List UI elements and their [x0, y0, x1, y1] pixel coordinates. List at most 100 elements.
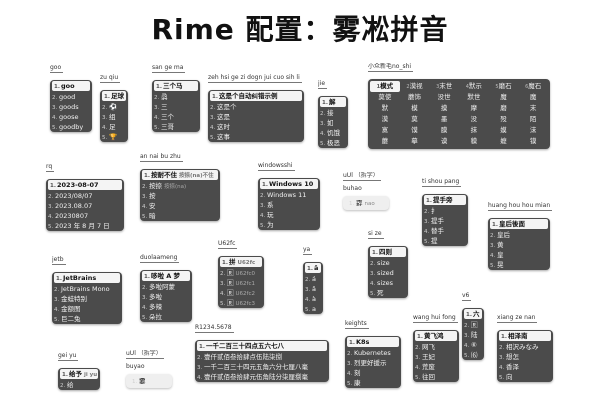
candidate-item[interactable]: 3.金蛙特别 — [52, 294, 122, 304]
candidate-item[interactable]: 2.⚽ — [100, 102, 128, 112]
candidate-item[interactable]: 3.sized — [368, 268, 408, 278]
candidate-item[interactable]: 5.为 — [258, 220, 320, 230]
candidate-item[interactable]: 2.á — [303, 274, 323, 284]
candidate-item[interactable]: 5.朵拉 — [140, 312, 192, 322]
grid-candidate[interactable]: 末 — [518, 103, 548, 114]
grid-candidate[interactable]: 莫使 — [370, 92, 400, 103]
grid-candidate[interactable]: 没世 — [429, 92, 459, 103]
candidate-item[interactable]: 2.按捺按捺(na) — [140, 181, 220, 191]
grid-candidate[interactable]: 陌 — [518, 114, 548, 125]
grid-candidate[interactable]: 蘑饰 — [400, 92, 430, 103]
candidate-item[interactable]: 5.巨二兔 — [52, 314, 122, 324]
candidate-item[interactable]: 5.2023 年 8 月 7 日 — [46, 221, 124, 231]
candidate-item[interactable]: 1.一千二百三十四点五六七八 — [197, 341, 327, 351]
candidate-item[interactable]: 3.goods — [50, 102, 92, 112]
candidate-item[interactable]: 5.极恶 — [318, 138, 348, 148]
candidate-item[interactable]: 3.多啦 — [140, 292, 192, 302]
candidate-item[interactable]: 1.皇后後面 — [490, 219, 548, 229]
grid-candidate[interactable]: 殁 — [489, 114, 519, 125]
candidate-item[interactable]: 3.ǎ — [303, 284, 323, 294]
candidate-item[interactable]: 5.三哥 — [152, 122, 200, 132]
candidate-item[interactable]: 5.往回 — [413, 372, 459, 382]
grid-candidate[interactable]: 镆 — [518, 136, 548, 147]
grid-candidate[interactable]: 1模式 — [370, 81, 400, 92]
candidate-item[interactable]: 4.à — [303, 294, 323, 304]
grid-candidate[interactable]: 6魔石 — [518, 81, 548, 92]
candidate-item[interactable]: 4.20230807 — [46, 211, 124, 221]
candidate-item[interactable]: 2.2023/08/07 — [46, 191, 124, 201]
candidate-item[interactable]: 5.🏆 — [100, 132, 128, 142]
candidate-item[interactable]: 3.这是 — [208, 112, 304, 122]
candidate-item[interactable]: 1.嫑 — [132, 377, 146, 385]
candidate-item[interactable]: 4.荒废 — [413, 362, 459, 372]
grid-candidate[interactable]: 谟 — [429, 136, 459, 147]
candidate-item[interactable]: 1.四则 — [370, 247, 406, 257]
grid-candidate[interactable]: 嬷 — [489, 136, 519, 147]
grid-candidate[interactable]: 墨 — [429, 114, 459, 125]
candidate-item[interactable]: 2.size — [368, 258, 408, 268]
candidate-item[interactable]: 5.康 — [345, 378, 401, 388]
candidate-item[interactable]: 4.壹仟贰佰叁拾肆元伍角陆分柒厘捌毫 — [195, 372, 329, 382]
grid-candidate[interactable]: 蘑 — [370, 136, 400, 147]
grid-candidate[interactable]: 寞 — [370, 125, 400, 136]
grid-candidate[interactable]: 摹 — [400, 136, 430, 147]
candidate-item[interactable]: 1.黄飞鸿 — [415, 331, 457, 341]
candidate-item[interactable]: 1.六 — [464, 309, 482, 319]
candidate-item[interactable]: 2.Windows 11 — [258, 190, 320, 200]
candidate-item[interactable]: 3.陆 — [462, 330, 484, 340]
candidate-item[interactable]: 3.一千二百三十四元五角六分七厘八毫 — [195, 362, 329, 372]
candidate-item[interactable]: 4.饥饿 — [318, 128, 348, 138]
grid-candidate[interactable]: 摸 — [429, 103, 459, 114]
grid-candidate[interactable]: 摩 — [459, 103, 489, 114]
candidate-item[interactable]: 2.JetBrains Mono — [52, 284, 122, 294]
candidate-item[interactable]: 5.向 — [497, 372, 553, 382]
grid-candidate[interactable]: 3末世 — [429, 81, 459, 92]
candidate-item[interactable]: 2.🅁 — [462, 320, 484, 330]
candidate-item[interactable]: 4.香泽 — [497, 362, 553, 372]
grid-candidate[interactable]: 沫 — [518, 125, 548, 136]
candidate-item[interactable]: 4.安 — [140, 201, 220, 211]
candidate-item[interactable]: 3.烈更好援示 — [345, 358, 401, 368]
candidate-item[interactable]: 4.皇 — [488, 250, 550, 260]
grid-candidate[interactable]: 默世 — [459, 92, 489, 103]
candidate-item[interactable]: 3.系 — [258, 200, 320, 210]
candidate-item[interactable]: 1.按耐不住按捺(na)不住 — [142, 170, 218, 180]
candidate-item[interactable]: 1.三个马 — [154, 81, 198, 91]
candidate-item[interactable]: 1.JetBrains — [54, 273, 120, 283]
candidate-item[interactable]: 1.2023-08-07 — [48, 180, 122, 190]
candidate-item[interactable]: 3.王妃 — [413, 352, 459, 362]
candidate-item[interactable]: 1.这是个自动纠错示例 — [210, 91, 302, 101]
candidate-item[interactable]: 2.壹仟贰佰叁拾肆点伍陆柒捌 — [195, 352, 329, 362]
candidate-item[interactable]: 4.⑥ — [462, 340, 484, 350]
grid-candidate[interactable]: 貘 — [459, 136, 489, 147]
candidate-item[interactable]: 2.接 — [318, 108, 348, 118]
candidate-item[interactable]: 4.sizes — [368, 278, 408, 288]
candidate-item[interactable]: 4.足 — [100, 122, 128, 132]
candidate-item[interactable]: 3.三 — [152, 102, 200, 112]
candidate-item[interactable]: 4.刻 — [345, 368, 401, 378]
candidate-item[interactable]: 2.这是个 — [208, 102, 304, 112]
candidate-item[interactable]: 4.多辣 — [140, 302, 192, 312]
grid-candidate[interactable]: 莫 — [400, 114, 430, 125]
grid-candidate[interactable]: 膜 — [429, 125, 459, 136]
candidate-item[interactable]: 2.扌 — [422, 206, 468, 216]
candidate-item[interactable]: 5.⑹ — [462, 350, 484, 360]
candidate-item[interactable]: 5.这事 — [208, 132, 304, 142]
candidate-item[interactable]: 3.提手 — [422, 216, 468, 226]
candidate-item[interactable]: 5.goodby — [50, 122, 92, 132]
candidate-item[interactable]: 1.ā — [305, 263, 321, 273]
candidate-item[interactable]: 5.暗 — [140, 211, 220, 221]
candidate-item[interactable]: 5.晃 — [488, 260, 550, 270]
grid-candidate[interactable]: 抹 — [459, 125, 489, 136]
candidate-item[interactable]: 4.替手 — [422, 226, 468, 236]
grid-candidate[interactable]: 馍 — [400, 125, 430, 136]
candidate-item[interactable]: 1.足球 — [102, 91, 126, 101]
candidate-item[interactable]: 5.a — [303, 304, 323, 314]
candidate-item[interactable]: 3.组 — [100, 112, 128, 122]
